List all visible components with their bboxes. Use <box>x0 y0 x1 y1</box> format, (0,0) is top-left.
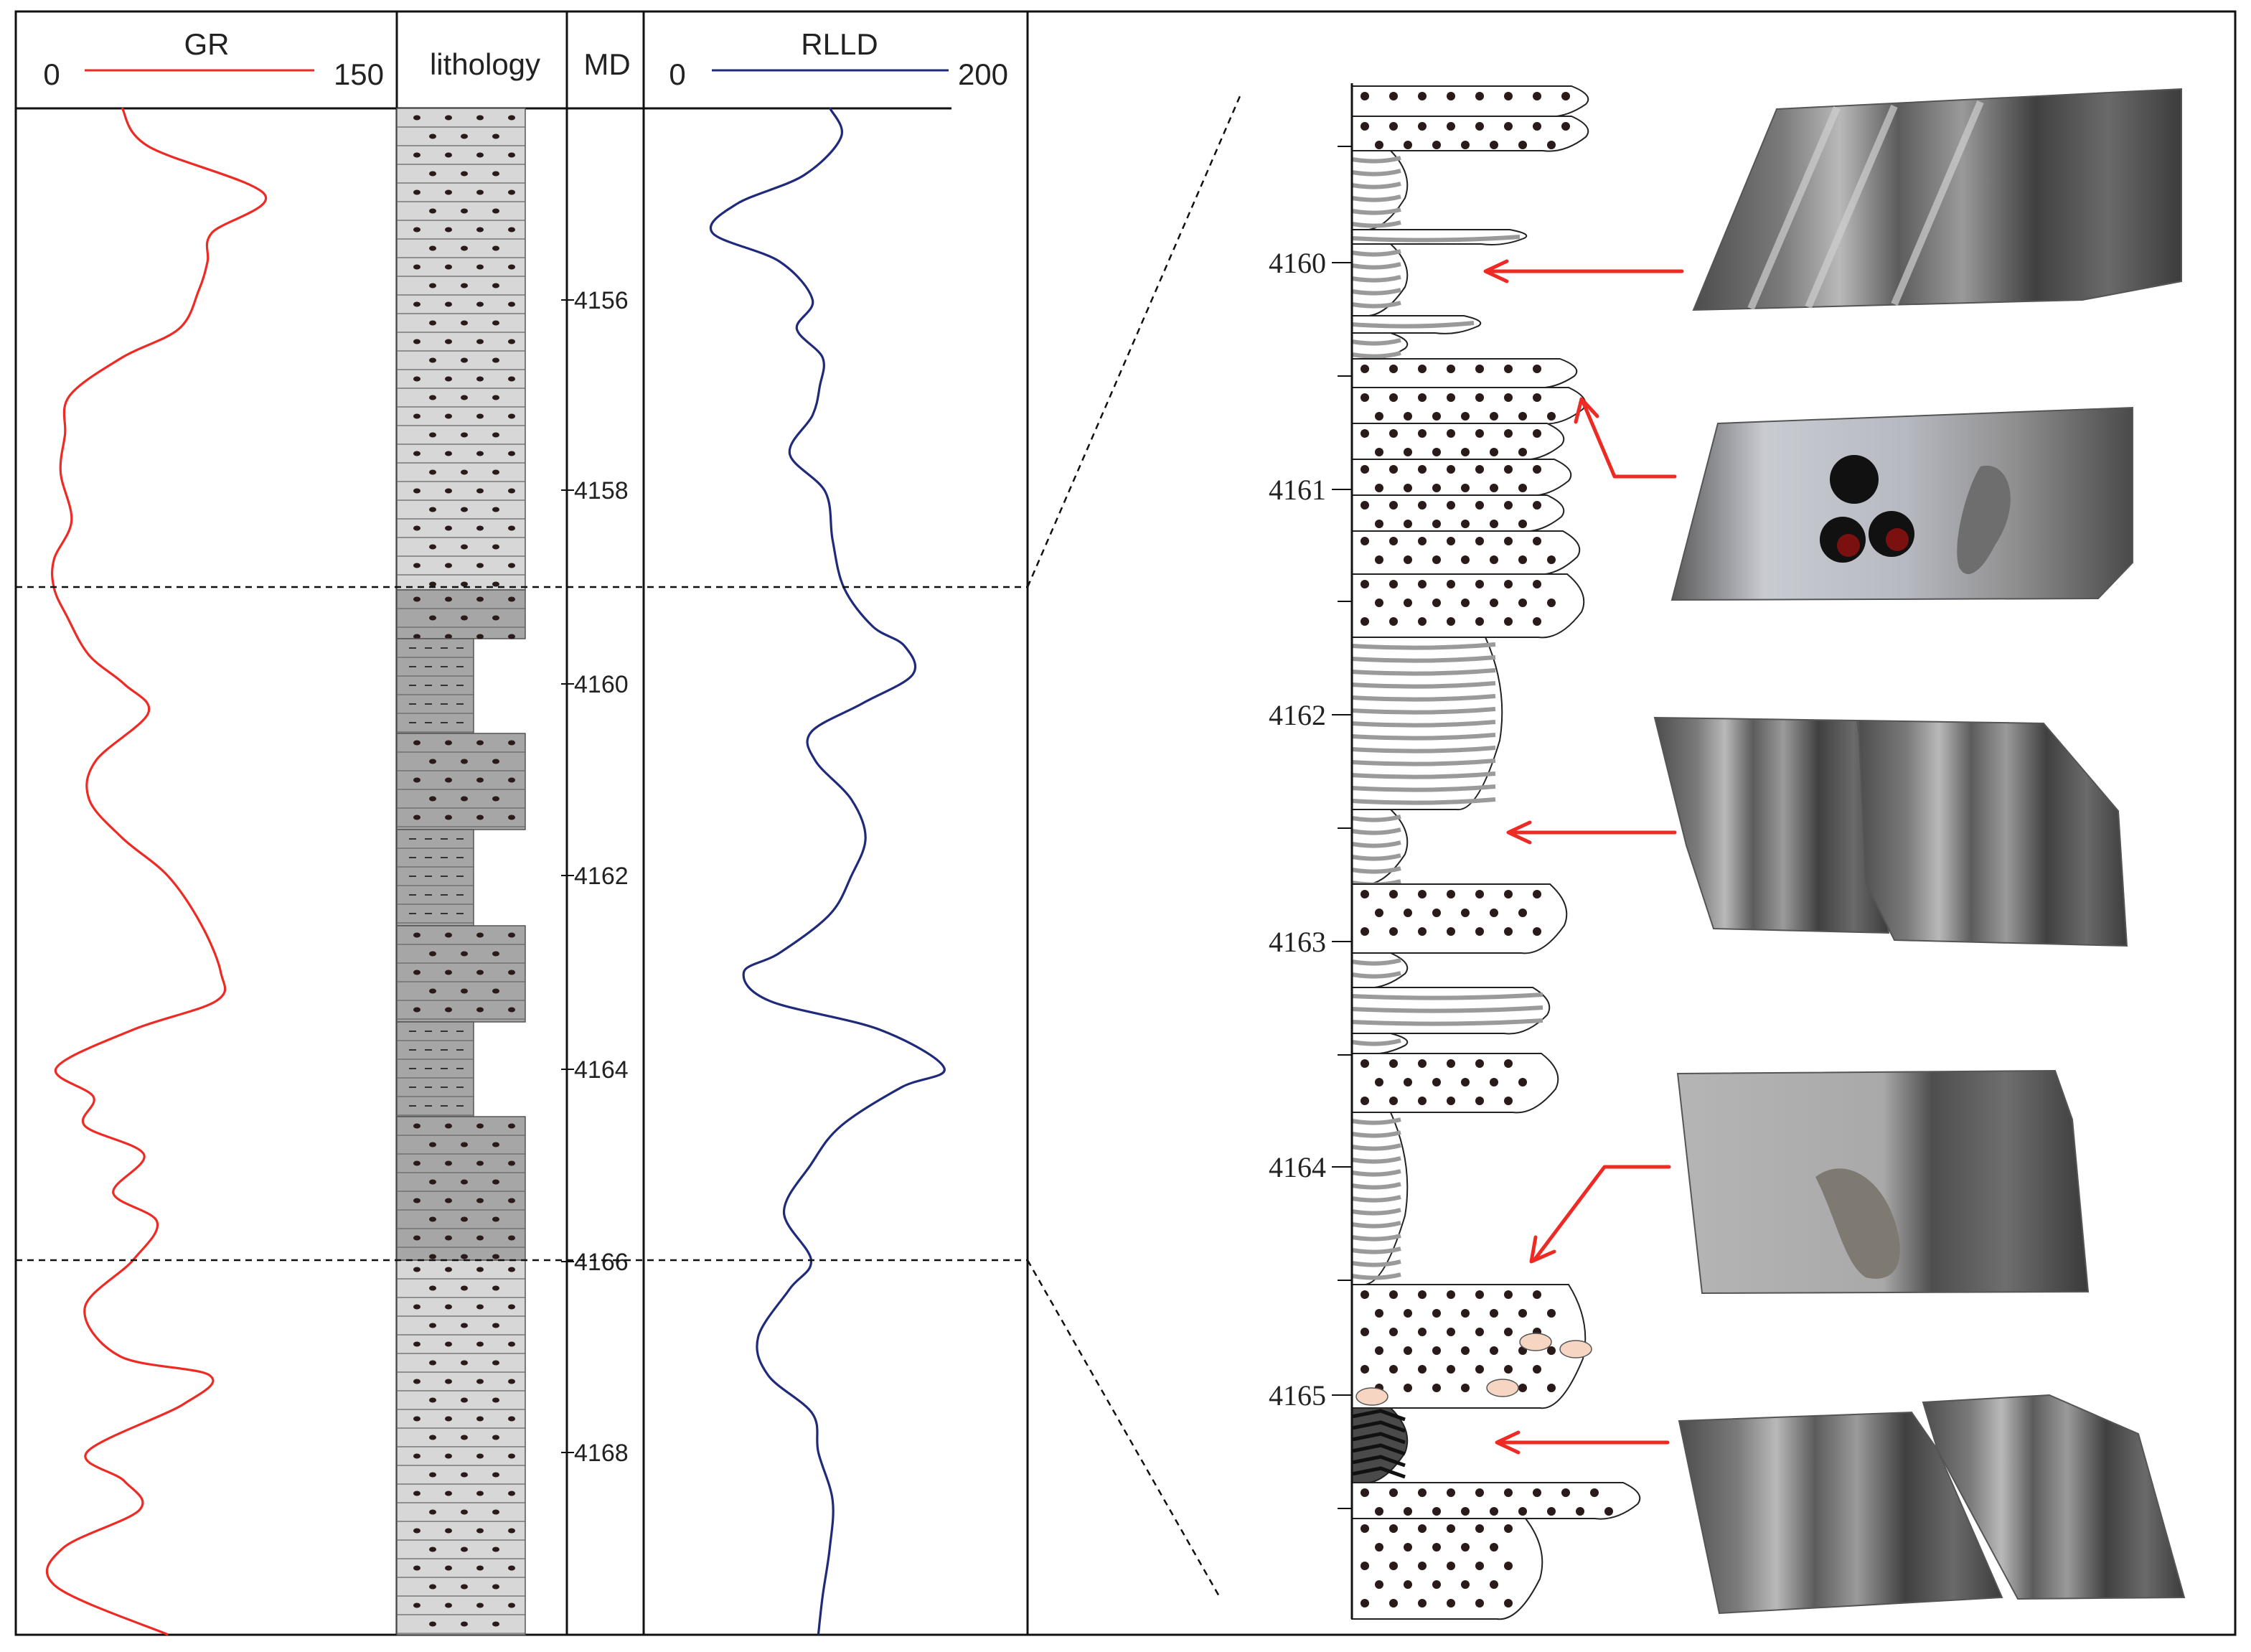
rlld-curve <box>709 107 946 1635</box>
core-sandstone-bed <box>1351 387 1587 425</box>
core-sandstone-bed <box>1351 530 1581 576</box>
mudstone-layer <box>396 829 474 926</box>
md-tick-label: 4166 <box>574 1249 629 1276</box>
core-sandstone-bed <box>1351 883 1568 954</box>
clay-clast <box>1519 1333 1552 1351</box>
core-laminated-bed <box>1351 315 1482 334</box>
md-title: MD <box>583 47 630 81</box>
core-laminated-bed <box>1351 987 1551 1035</box>
core-laminated-bed <box>1351 229 1528 245</box>
arrow-1 <box>1483 259 1684 283</box>
core-depth-label: 4162 <box>1269 699 1326 731</box>
core-sandstone-bed <box>1351 1053 1559 1114</box>
arrow-2 <box>1574 397 1677 479</box>
arrow-3 <box>1506 820 1677 845</box>
core-sandstone-bed <box>1351 423 1565 461</box>
gr-title: GR <box>184 27 230 61</box>
core-depth-label: 4164 <box>1269 1151 1326 1183</box>
rlld-min-label: 0 <box>669 57 685 91</box>
core-laminated-bed <box>1351 332 1409 360</box>
md-tick-label: 4162 <box>574 863 629 890</box>
core-depth-label: 4163 <box>1269 926 1326 958</box>
core-photo-4 <box>1676 1069 2090 1295</box>
core-depth-axis: 4160 4161 4162 4163 4164 4165 <box>1269 146 1352 1509</box>
sandstone-layer <box>396 108 526 591</box>
md-tick-label: 4168 <box>574 1440 629 1467</box>
core-sandstone-bed <box>1351 459 1572 497</box>
arrow-5 <box>1495 1430 1670 1455</box>
lithology-title: lithology <box>430 47 540 81</box>
core-photo-5 <box>1678 1394 2186 1615</box>
sample-hole <box>1830 455 1879 504</box>
md-tick-label: 4164 <box>574 1056 629 1084</box>
gr-curve <box>45 107 268 1636</box>
core-sandstone-bed <box>1351 1518 1543 1620</box>
core-laminated-bed <box>1351 243 1409 317</box>
rlld-title: RLLD <box>801 27 878 61</box>
core-laminated-bed <box>1351 637 1503 811</box>
md-tick-label: 4156 <box>574 287 629 314</box>
zoom-line-lower <box>1026 1259 1221 1598</box>
core-sandstone-bed <box>1351 573 1585 639</box>
clay-clast <box>1559 1340 1592 1358</box>
core-arrows <box>1483 259 1684 1455</box>
core-lithology-column <box>1350 83 1641 1620</box>
core-panel-frame <box>1026 10 2237 1636</box>
core-sandstone-bed <box>1351 1482 1641 1520</box>
md-tick-label: 4158 <box>574 477 629 504</box>
clay-clast <box>1355 1387 1388 1406</box>
core-laminated-bed <box>1351 150 1409 231</box>
core-sandstone-bed <box>1351 358 1578 389</box>
gr-track-header: GR 0 150 <box>43 27 384 91</box>
lithology-column <box>396 108 526 1635</box>
core-laminated-bed <box>1351 952 1409 989</box>
core-photo-3 <box>1653 716 2128 947</box>
core-depth-label: 4165 <box>1269 1379 1326 1412</box>
interval-boundaries <box>16 95 1241 1598</box>
core-sandstone-bed <box>1351 1284 1587 1409</box>
core-laminated-bed <box>1351 1033 1409 1055</box>
core-sandstone-bed <box>1351 85 1589 118</box>
core-depth-label: 4161 <box>1269 474 1326 506</box>
arrow-4 <box>1529 1165 1671 1264</box>
core-sandstone-bed <box>1351 494 1565 532</box>
md-axis: 4156 4158 4160 4162 4164 4166 4168 <box>561 287 629 1467</box>
zoom-line-upper <box>1026 95 1241 588</box>
clay-clast <box>1486 1379 1519 1397</box>
core-laminated-bed <box>1351 1112 1409 1286</box>
core-dark-mudstone-bed <box>1351 1407 1409 1484</box>
gr-max-label: 150 <box>334 57 384 91</box>
core-photo-2 <box>1670 406 2133 601</box>
gr-min-label: 0 <box>43 57 60 91</box>
core-sandstone-bed <box>1351 116 1589 152</box>
md-tick-label: 4160 <box>574 671 629 698</box>
core-laminated-bed <box>1351 809 1409 887</box>
core-depth-label: 4160 <box>1269 247 1326 279</box>
sandstone-layer <box>396 1259 526 1635</box>
rlld-max-label: 200 <box>958 57 1008 91</box>
rlld-track-header: RLLD 0 200 <box>669 27 1008 91</box>
core-photo-1 <box>1692 88 2182 311</box>
